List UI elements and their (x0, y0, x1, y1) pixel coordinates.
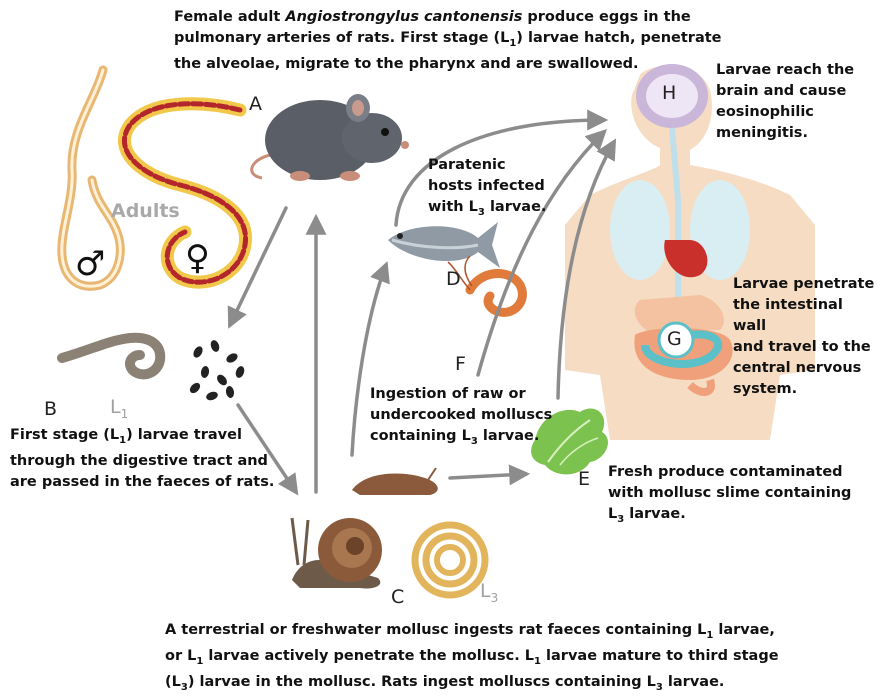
female-symbol-icon: ♀ (185, 238, 210, 278)
caption-text: Female adult (174, 9, 280, 25)
stage-subscript: 3 (491, 591, 499, 605)
caption-subscript: 1 (534, 656, 541, 667)
caption-text: and travel to the (733, 339, 871, 355)
caption-text: Paratenic (428, 157, 506, 173)
l1-larva-illustration (62, 338, 160, 375)
species-name: Angiostrongylus cantonensis (285, 9, 522, 25)
caption-brain: Larvae reach the brain and cause eosinop… (716, 60, 854, 144)
caption-text: Larvae penetrate (733, 276, 874, 292)
caption-text: with L (428, 199, 478, 215)
caption-text: through the digestive tract and (10, 453, 268, 469)
caption-text: pulmonary arteries of rats. First stage … (174, 30, 509, 46)
caption-text: produce eggs in the (527, 9, 690, 25)
label-b: B (44, 398, 57, 420)
caption-subscript: 3 (656, 682, 663, 693)
caption-adult-worms: Female adult Angiostrongylus cantonensis… (174, 7, 734, 75)
fish-illustration (388, 222, 500, 268)
caption-text: Ingestion of raw or (370, 386, 526, 402)
l3-larva-illustration (415, 525, 485, 595)
rat-faeces-illustration (188, 339, 246, 402)
label-e: E (578, 468, 590, 490)
caption-ingestion: Ingestion of raw or undercooked molluscs… (370, 384, 552, 452)
slug-illustration (352, 468, 438, 495)
caption-text: meningitis. (716, 125, 808, 141)
caption-text: system. (733, 381, 797, 397)
label-d: D (446, 268, 461, 290)
caption-fresh-produce: Fresh produce contaminated with mollusc … (608, 462, 851, 530)
caption-text: larvae actively penetrate the mollusc. L (203, 648, 534, 664)
male-symbol-icon: ♂ (75, 244, 105, 284)
label-h: H (662, 82, 676, 104)
caption-text: or L (165, 648, 196, 664)
label-l3: L3 (480, 580, 498, 605)
snail-illustration (292, 518, 382, 588)
caption-text: larvae. (663, 674, 725, 690)
stage-letter: L (480, 580, 491, 602)
caption-text: ) larvae in the mollusc. Rats ingest mol… (188, 674, 656, 690)
caption-mollusc: A terrestrial or freshwater mollusc inge… (165, 620, 779, 698)
caption-text: containing L (370, 428, 471, 444)
caption-text: hosts infected (428, 178, 545, 194)
stage-subscript: 1 (121, 407, 129, 421)
caption-text: ) larvae travel (126, 427, 242, 443)
label-l1: L1 (110, 396, 128, 421)
arrow-slug-to-lettuce (450, 474, 526, 478)
caption-text: Larvae reach the (716, 62, 854, 78)
label-g: G (667, 328, 682, 350)
caption-l1-larvae: First stage (L1) larvae travel through t… (10, 425, 274, 493)
stage-letter: L (110, 396, 121, 418)
label-f: F (455, 353, 466, 375)
caption-text: larvae. (485, 199, 547, 215)
caption-text: undercooked molluscs (370, 407, 552, 423)
caption-paratenic-hosts: Paratenic hosts infected with L3 larvae. (428, 155, 546, 223)
label-c: C (391, 586, 404, 608)
caption-text: ) larvae hatch, penetrate (516, 30, 721, 46)
label-adults: Adults (111, 200, 180, 222)
caption-text: are passed in the faeces of rats. (10, 474, 274, 490)
caption-subscript: 3 (471, 436, 478, 447)
caption-text: larvae, (713, 622, 775, 638)
caption-text: with mollusc slime containing (608, 485, 851, 501)
rat-illustration (252, 94, 409, 181)
caption-text: eosinophilic (716, 104, 814, 120)
caption-text: the intestinal wall (733, 297, 843, 334)
caption-text: larvae. (478, 428, 540, 444)
label-a: A (249, 93, 262, 115)
caption-text: First stage (L (10, 427, 119, 443)
caption-subscript: 3 (181, 682, 188, 693)
caption-text: the alveolae, migrate to the pharynx and… (174, 56, 639, 72)
caption-intestinal-wall: Larvae penetrate the intestinal wall and… (733, 274, 877, 400)
caption-text: larvae mature to third stage (541, 648, 779, 664)
caption-text: larvae. (624, 506, 686, 522)
caption-text: central nervous (733, 360, 861, 376)
caption-subscript: 3 (478, 207, 485, 218)
caption-text: Fresh produce contaminated (608, 464, 843, 480)
caption-text: brain and cause (716, 83, 846, 99)
caption-text: L (608, 506, 617, 522)
caption-text: A terrestrial or freshwater mollusc inge… (165, 622, 706, 638)
caption-text: (L (165, 674, 181, 690)
